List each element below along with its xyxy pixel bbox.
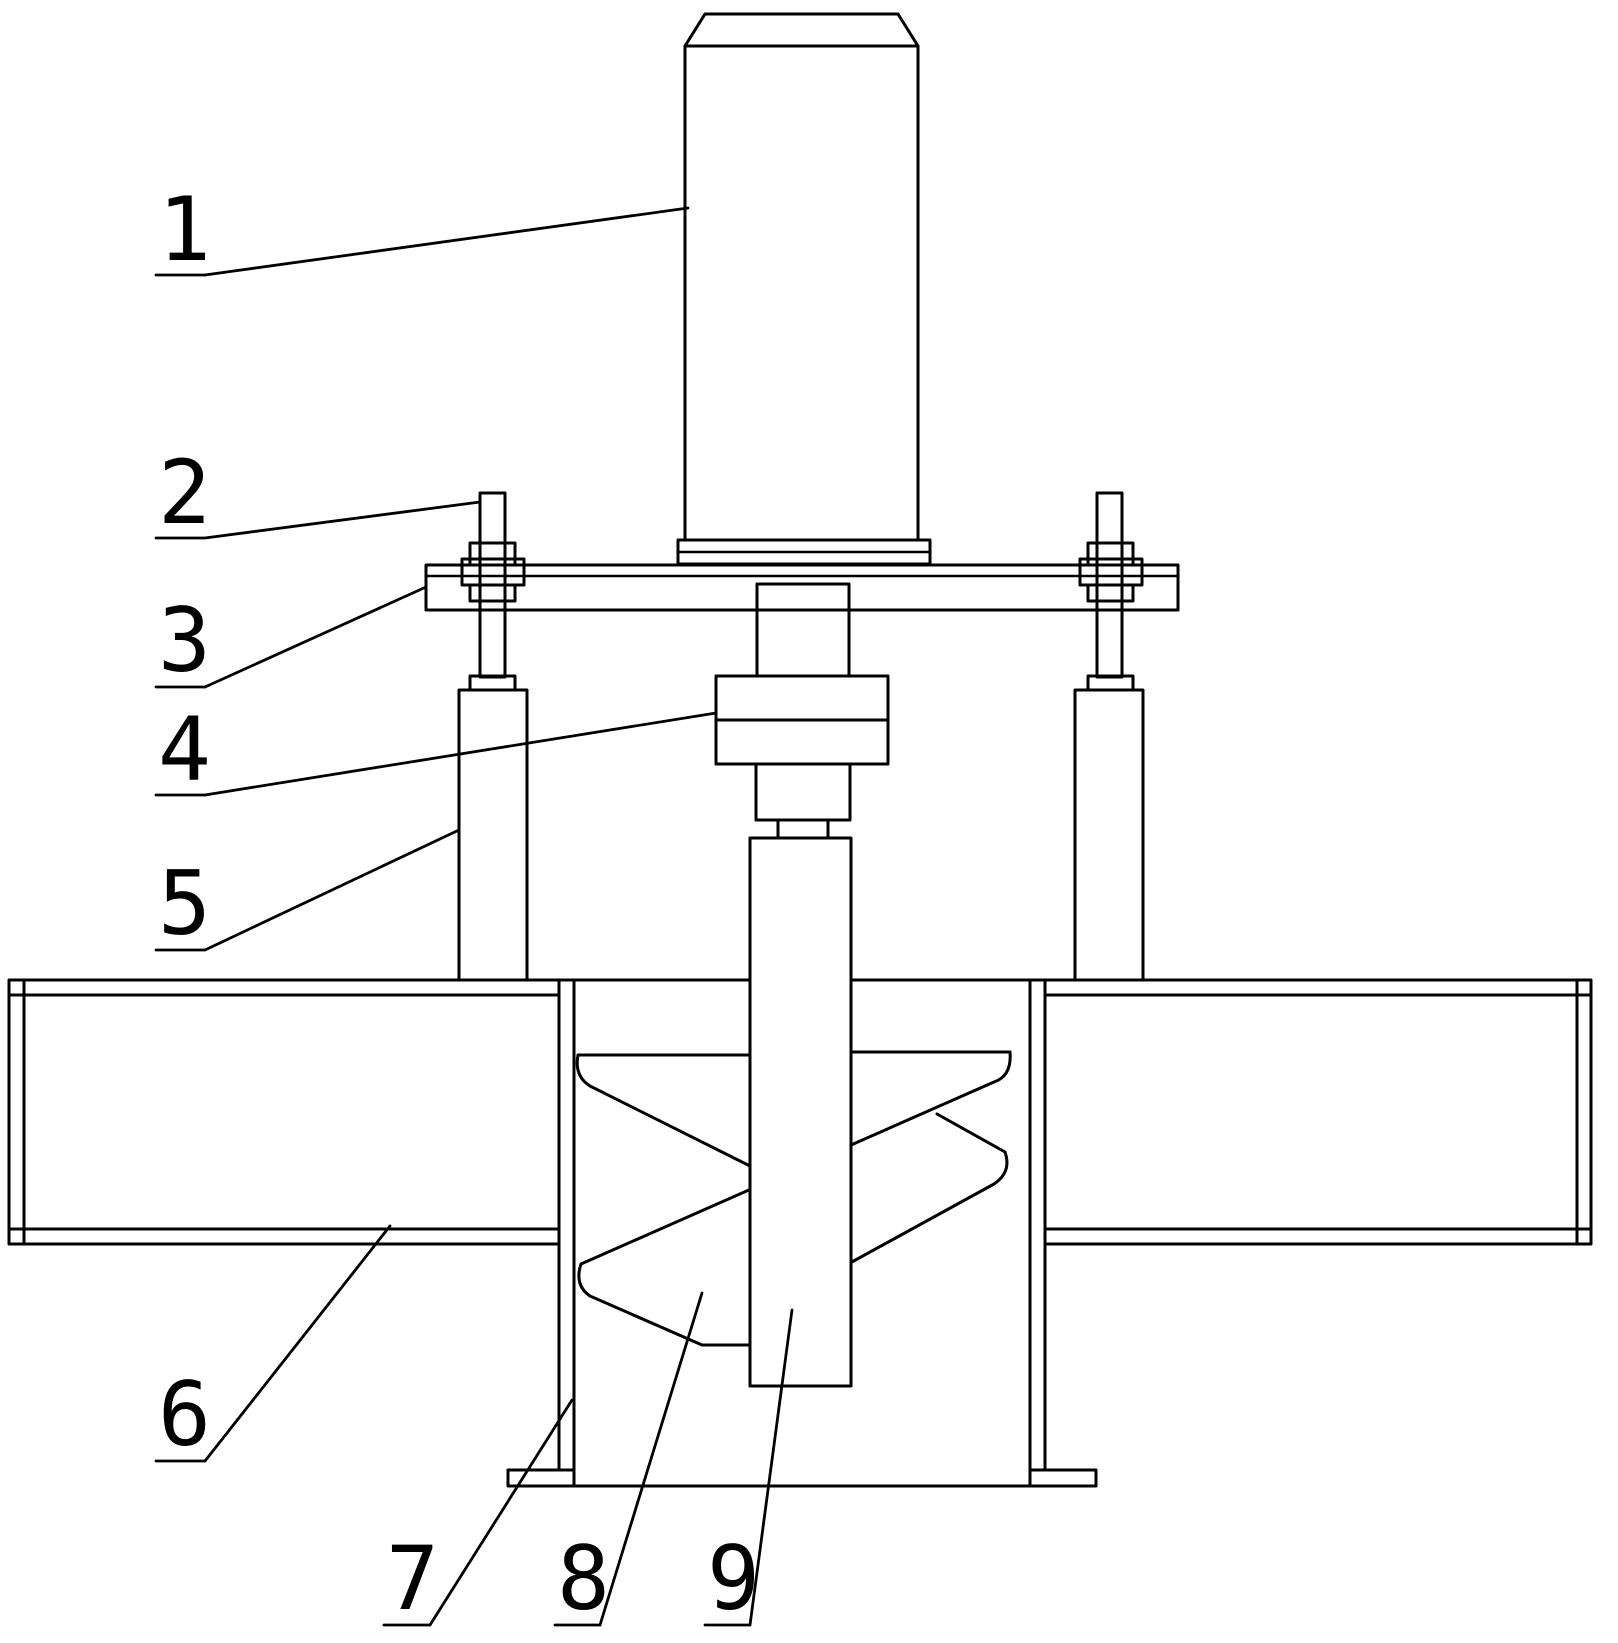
label-1: 1 bbox=[158, 178, 211, 281]
adjusting-screw-right bbox=[1078, 491, 1144, 692]
motor bbox=[676, 12, 932, 566]
reference-numerals: 1 2 3 4 5 6 7 8 9 bbox=[158, 178, 760, 1630]
shaft-coupling bbox=[714, 582, 890, 840]
mounting-plate bbox=[424, 563, 1180, 612]
adjusting-screw-left bbox=[460, 491, 526, 692]
screw-flight bbox=[575, 1050, 1012, 1347]
label-6: 6 bbox=[158, 1363, 211, 1466]
label-7: 7 bbox=[386, 1527, 439, 1630]
screw-shaft bbox=[748, 836, 853, 1388]
label-8: 8 bbox=[557, 1527, 610, 1630]
leader-lines bbox=[154, 206, 794, 1627]
label-3: 3 bbox=[158, 589, 211, 692]
label-9: 9 bbox=[707, 1527, 760, 1630]
label-5: 5 bbox=[158, 852, 211, 955]
label-4: 4 bbox=[158, 698, 211, 801]
label-2: 2 bbox=[158, 441, 211, 544]
